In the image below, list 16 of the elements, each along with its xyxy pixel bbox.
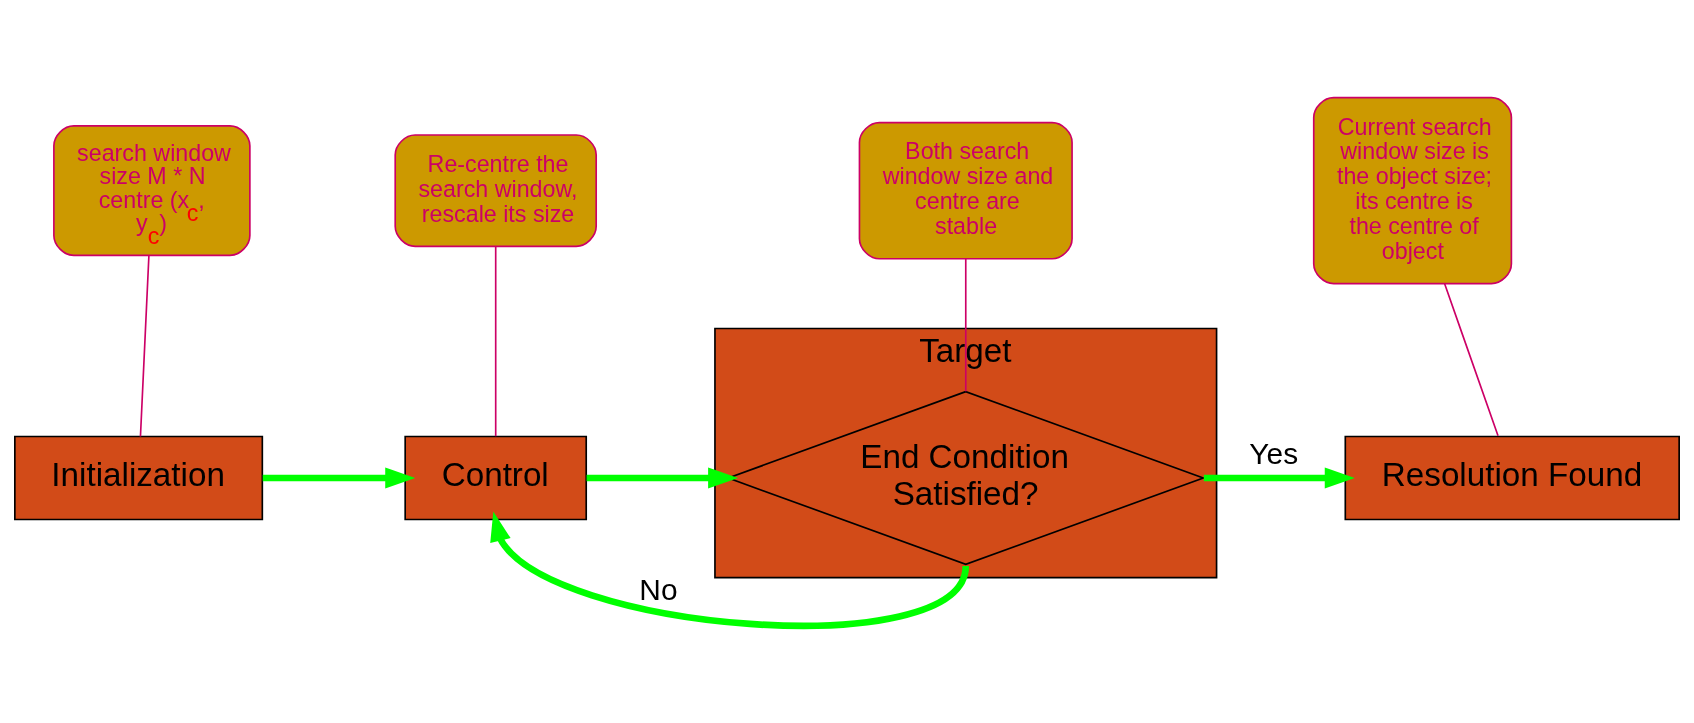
node-box: Control	[404, 435, 588, 520]
node-box: Resolution Found	[1344, 435, 1680, 520]
node-box: Initialization	[14, 435, 264, 520]
arrow	[490, 510, 969, 629]
edge-label: No	[639, 572, 678, 606]
edge-label: Yes	[1249, 436, 1299, 470]
connector	[139, 254, 150, 437]
connector	[964, 257, 967, 392]
connector	[494, 245, 497, 437]
arrow	[1203, 467, 1355, 488]
node-box: Both search window size and centre are stable	[858, 121, 1073, 260]
arrow	[262, 467, 416, 488]
node-box: Current search window size is the object size; its centre is the centre of object	[1312, 96, 1513, 284]
node-box: Re-centre the search window, rescale its size	[394, 133, 598, 247]
arrow	[586, 467, 739, 488]
connector	[1443, 282, 1499, 437]
